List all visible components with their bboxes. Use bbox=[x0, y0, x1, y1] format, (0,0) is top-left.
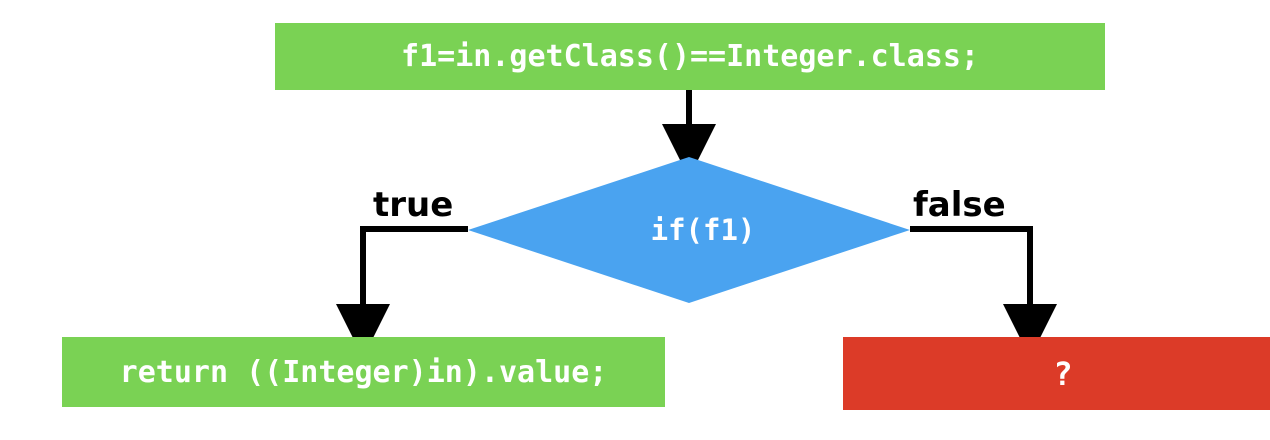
node-decision-if-f1[interactable]: if(f1) bbox=[468, 157, 910, 303]
node-return-statement[interactable]: return ((Integer)in).value; bbox=[62, 337, 665, 407]
edge-decision-false bbox=[910, 226, 1057, 358]
node-unknown-question[interactable]: ? bbox=[843, 337, 1270, 410]
edge-label-true: true bbox=[373, 185, 454, 225]
node-unknown-label: ? bbox=[1053, 354, 1073, 393]
edge-label-false: false bbox=[913, 185, 1006, 225]
node-return-label: return ((Integer)in).value; bbox=[119, 354, 608, 390]
node-decision-label: if(f1) bbox=[650, 213, 756, 247]
edge-decision-true bbox=[336, 226, 468, 358]
node-assignment-label: f1=in.getClass()==Integer.class; bbox=[401, 39, 979, 74]
node-assignment-statement[interactable]: f1=in.getClass()==Integer.class; bbox=[275, 23, 1105, 90]
